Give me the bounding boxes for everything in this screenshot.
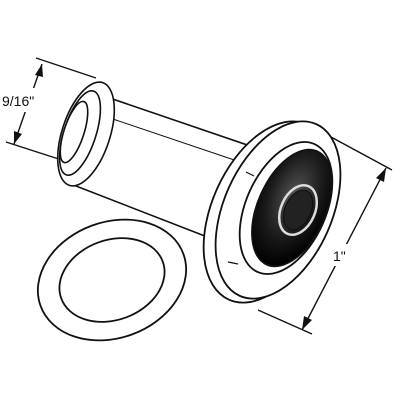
dim-arrow-top <box>35 64 43 77</box>
flange-edge-tick-2 <box>227 261 239 265</box>
rear-collar <box>56 81 116 187</box>
rear-collar-ring <box>59 100 89 164</box>
flange <box>202 120 342 304</box>
washer-inner <box>58 237 166 323</box>
dimension-label-1: 1" <box>333 248 346 264</box>
dim-extension-bottom-right <box>257 309 313 335</box>
dim-extension-top <box>35 57 97 79</box>
dimension-label-9-16: 9/16" <box>2 93 34 109</box>
dim-arrow-top-right <box>376 168 386 182</box>
washer <box>36 218 188 342</box>
lens-center <box>282 189 314 231</box>
barrel-highlight <box>103 115 253 167</box>
lens-rim-highlight <box>277 184 319 236</box>
dim-arrow-bottom <box>14 131 22 144</box>
dim-arrow-bottom-right <box>302 316 312 330</box>
flange-edge-tick-1 <box>245 171 255 177</box>
